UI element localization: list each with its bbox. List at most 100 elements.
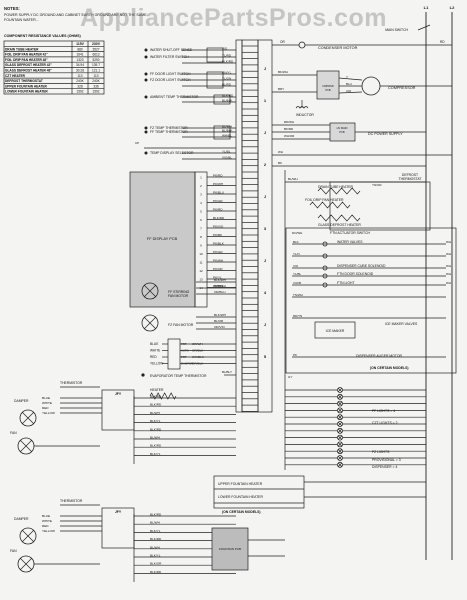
drain-heater bbox=[317, 187, 361, 195]
table-cell: 1323 bbox=[76, 58, 83, 62]
lamp-icon-x bbox=[338, 449, 342, 454]
module-wire: YELLOW bbox=[42, 411, 55, 415]
connector-name: J bbox=[264, 130, 266, 135]
table-cell: GLASS DEFROST HEATER 42" bbox=[5, 63, 52, 67]
l1-label: L1 bbox=[424, 5, 429, 10]
pin-label: PK/BLK bbox=[213, 284, 225, 288]
lamp-icon bbox=[337, 461, 343, 468]
pin-label: PK/WH bbox=[213, 182, 223, 186]
fz-fan-label: FZ FAN MOTOR bbox=[168, 323, 194, 327]
lamp-icon-x bbox=[338, 394, 342, 399]
table-cell: DEFROST THERMOSTAT bbox=[5, 79, 43, 83]
sensor-contact bbox=[144, 78, 148, 82]
connector-name: 1 bbox=[264, 98, 267, 103]
table-cell: 328 bbox=[77, 84, 83, 88]
table-cell: 6613 bbox=[92, 53, 99, 57]
evap-label: EVAPORATOR TEMP THERMISTOR bbox=[150, 374, 207, 378]
pin-number: 3 bbox=[200, 193, 202, 197]
module-out-label: BL/WH bbox=[150, 436, 160, 440]
compressor-icon bbox=[361, 76, 381, 96]
sensor-wire-label: GN/YL bbox=[222, 71, 232, 75]
module-wire: BLUE bbox=[42, 396, 50, 400]
table-header: 115V bbox=[76, 42, 84, 46]
connector-j2 bbox=[206, 71, 224, 89]
pin-label: PK/YL bbox=[213, 276, 222, 280]
module-fan-label: FAN bbox=[10, 431, 17, 435]
lamp-icon-x bbox=[338, 415, 342, 420]
pin-label: PK/RD bbox=[213, 174, 223, 178]
ftn-load-node bbox=[322, 253, 328, 259]
ftn-wire-label: YL/BL bbox=[293, 272, 302, 276]
module-pcb bbox=[101, 507, 135, 549]
pin-number: 6 bbox=[200, 218, 202, 222]
damper-label: DAMPER bbox=[14, 517, 29, 521]
wire-label: RD bbox=[440, 40, 445, 44]
inductor-coil bbox=[295, 106, 309, 109]
damper-wire: RED bbox=[150, 355, 157, 359]
module-out-label: BLK/RD bbox=[150, 537, 162, 541]
ff-lights-label: FF LIGHTS = 4 bbox=[372, 409, 395, 413]
display-pcb-label: FF DISPLAY PCB bbox=[147, 237, 178, 241]
ftn-load-label: DISPENSER CUBE SOLENOID bbox=[337, 264, 386, 268]
left-sensor-label: FZ TEMP THERMISTOR bbox=[150, 126, 188, 130]
sensor-wire-label: WH/BL bbox=[222, 134, 232, 138]
module-out-label: BLK/RD bbox=[150, 444, 162, 448]
wire-label: GY bbox=[288, 375, 292, 379]
table-cell: UPPER FOUNTAIN HEATER bbox=[5, 84, 48, 88]
ff-fan-label2: FAN MOTOR bbox=[168, 294, 189, 298]
connector-name: 5 bbox=[264, 354, 267, 359]
pin-number: 8 bbox=[200, 235, 202, 239]
sensor-contact bbox=[144, 72, 148, 76]
pin-number: 12 bbox=[199, 269, 203, 273]
pin-number: 9 bbox=[200, 244, 202, 248]
power-supply-label: DC POWER SUPPLY bbox=[368, 132, 403, 136]
auger-label: DISPENSER AUGER MOTOR bbox=[356, 354, 402, 358]
lamp-icon-x bbox=[338, 462, 342, 467]
table-cell: 34.94 bbox=[76, 63, 84, 67]
left-sensor-label: WATER SHUT-OFF SENSE bbox=[150, 48, 193, 52]
ice-maker-box bbox=[314, 321, 356, 339]
ftn-wire-label: VIO bbox=[293, 264, 299, 268]
module-heater-label: HEATER bbox=[150, 388, 164, 392]
defrost-thermostat-label2: THERMOSTAT bbox=[399, 177, 422, 181]
fan-wire-label: OR/BLU bbox=[214, 290, 226, 294]
left-sensor-label: WATER FILTER SWITCH bbox=[150, 55, 189, 59]
table-cell: CZT HEATER bbox=[5, 74, 26, 78]
ftn-wire-label: VIO/B bbox=[293, 281, 301, 285]
resistance-caption: COMPONENT RESISTANCE VALUES (OHMS) bbox=[4, 34, 82, 38]
wire-label: DO/WH bbox=[292, 231, 302, 235]
pin-label: PK/OR bbox=[213, 267, 223, 271]
l2-label: L2 bbox=[450, 5, 455, 10]
main-switch bbox=[417, 24, 431, 31]
supply-text: PCB bbox=[339, 130, 345, 134]
display-pin-header bbox=[194, 171, 208, 308]
fountain-pcb-label: FOUNTAIN PCB bbox=[219, 547, 241, 551]
table-cell: 30.28 bbox=[76, 69, 84, 73]
table-cell: 1641 bbox=[76, 53, 83, 57]
fountain-pcb bbox=[211, 527, 249, 571]
wh-label: WH bbox=[446, 264, 451, 268]
wire bbox=[338, 91, 363, 94]
main-switch-label: MAIN SWITCH bbox=[385, 28, 408, 32]
lamp-icon-x bbox=[338, 401, 342, 406]
pin-number: 10 bbox=[199, 252, 203, 256]
sensor-contact bbox=[144, 48, 148, 52]
notes-line2: FOUNTAIN WATER... bbox=[4, 18, 39, 22]
czt-lights-label: CZT LIGHTS = 2 bbox=[372, 421, 398, 425]
damper-wire: YELLOW bbox=[150, 362, 163, 366]
lamp-icon bbox=[337, 400, 343, 407]
table-cell: 5290 bbox=[92, 58, 99, 62]
lamp-icon-x bbox=[338, 456, 342, 460]
connector-name: 2 bbox=[264, 162, 267, 167]
lamp-icon-x bbox=[338, 442, 342, 447]
defrost-thermostat-label: DEFROST bbox=[402, 173, 418, 177]
ftn-wire-label: YL/O bbox=[293, 252, 301, 256]
pin-label: PK/BLU bbox=[213, 191, 224, 195]
sensor-contact bbox=[144, 55, 148, 59]
module-out-label: BLK/RD bbox=[150, 395, 162, 399]
damper-tag: PRT bbox=[181, 342, 187, 346]
wire-label: OR bbox=[280, 40, 285, 44]
connector-j1 bbox=[206, 47, 224, 63]
module-jfy: JFY bbox=[115, 510, 122, 514]
fan-wire-label: BLK/WH bbox=[214, 313, 226, 317]
